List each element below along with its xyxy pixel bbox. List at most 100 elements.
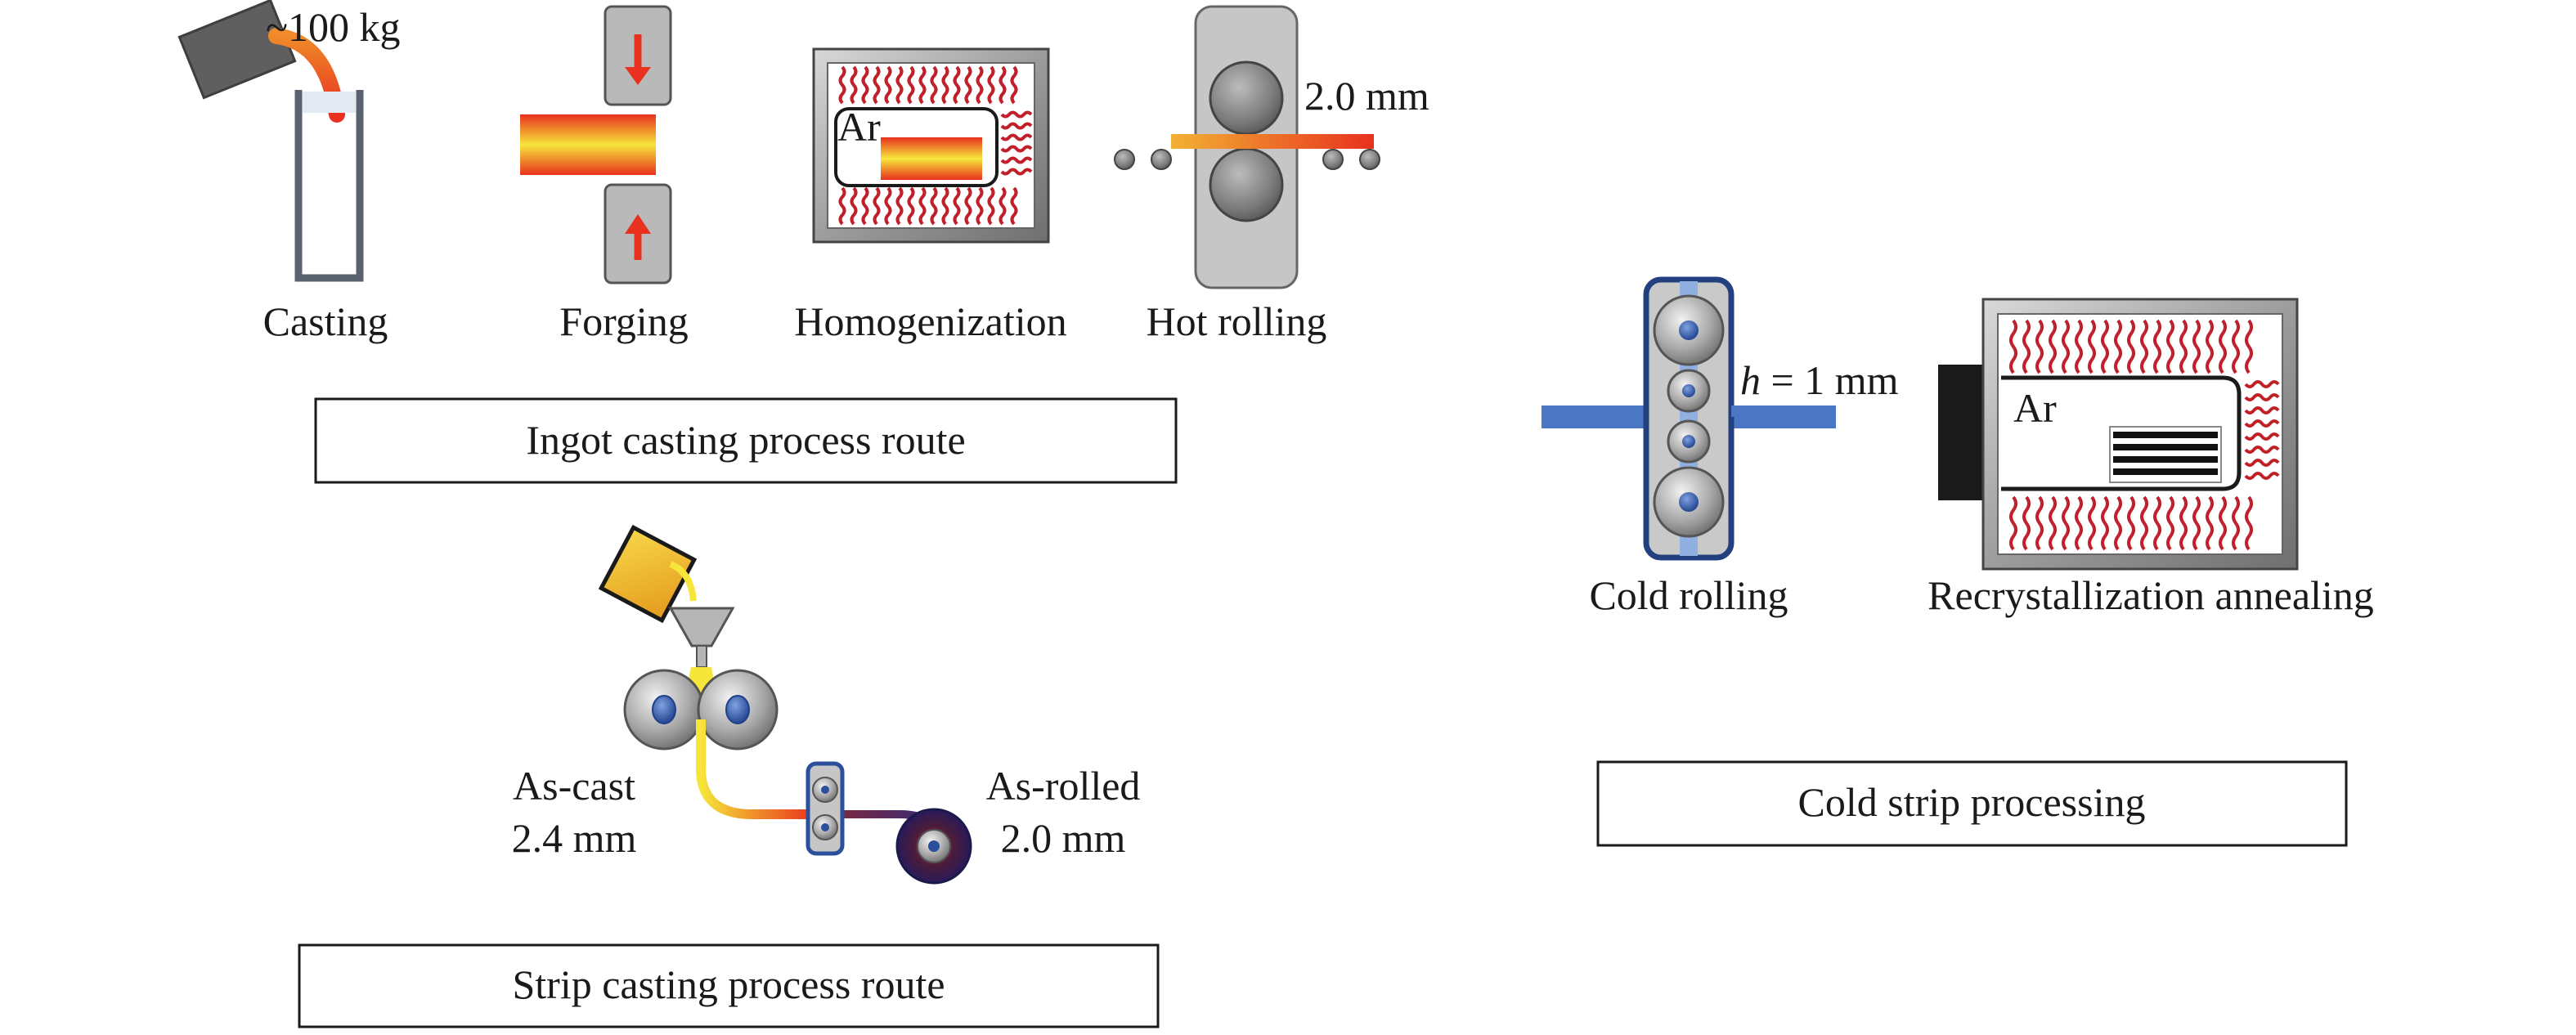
heating-wire	[999, 186, 1007, 226]
heating-wire	[2101, 319, 2109, 374]
furnace-door-icon	[1938, 365, 1989, 500]
heating-wire	[1000, 122, 1033, 130]
heating-wire	[918, 65, 927, 105]
as-rolled-label: As-rolled	[986, 763, 1141, 809]
heating-wire	[2049, 495, 2057, 551]
sample-bar-icon	[881, 137, 982, 180]
heating-wire	[895, 65, 904, 105]
heating-wire	[850, 186, 858, 226]
heating-wire	[2219, 495, 2227, 551]
heating-wire	[873, 65, 881, 105]
heating-wire	[976, 65, 984, 105]
annealing-heating-element-icon	[2009, 319, 2280, 551]
heating-wire	[930, 186, 938, 226]
hot-rolling-mill-icon	[1171, 5, 1374, 289]
heating-wire	[2166, 495, 2174, 551]
heating-wire	[2179, 319, 2188, 374]
heating-wire	[2245, 495, 2253, 551]
homogenization-furnace-icon	[812, 47, 1050, 244]
cold-strip-route-label: Cold strip processing	[1798, 779, 2146, 825]
heating-wire	[941, 65, 949, 105]
heating-wire	[2153, 319, 2161, 374]
heating-wire	[1000, 168, 1033, 176]
homogenization-step: Ar Homogenization	[794, 47, 1067, 344]
heating-wire	[2088, 495, 2096, 551]
heating-wire	[895, 186, 904, 226]
heating-wire	[941, 186, 949, 226]
heating-wire	[2206, 319, 2214, 374]
strip-ladle-icon	[598, 524, 698, 624]
heating-wire	[850, 65, 858, 105]
heating-wire	[964, 65, 972, 105]
heating-wire	[2206, 495, 2214, 551]
heating-wire	[2009, 319, 2017, 374]
heating-wire	[964, 186, 972, 226]
heating-wire	[838, 65, 846, 105]
heating-wire	[2009, 495, 2017, 551]
heating-wire	[2127, 495, 2135, 551]
heating-wire	[1000, 145, 1033, 153]
heating-wire	[1000, 110, 1033, 119]
homogenization-caption: Homogenization	[794, 298, 1066, 344]
heating-wire	[2244, 393, 2280, 401]
heating-wire	[2140, 319, 2148, 374]
heating-wire	[861, 186, 869, 226]
thickness-value: = 1 mm	[1761, 357, 1899, 403]
heating-wire	[2114, 495, 2122, 551]
hot-rolling-caption: Hot rolling	[1147, 298, 1327, 344]
mass-label: ~100 kg	[266, 4, 401, 50]
heating-wire	[987, 186, 995, 226]
cold-thickness-label: h = 1 mm	[1740, 357, 1899, 403]
cold-rolling-step: h = 1 mm Cold rolling	[1542, 276, 1899, 618]
heating-wire	[2179, 495, 2188, 551]
heating-wire	[2022, 495, 2031, 551]
forging-caption: Forging	[559, 298, 688, 344]
homogenization-gas-label: Ar	[837, 104, 881, 150]
heating-wire	[953, 65, 961, 105]
heating-wire	[2244, 380, 2280, 388]
heating-wire	[999, 65, 1007, 105]
heating-wire	[2244, 419, 2280, 428]
as-cast-thickness: 2.4 mm	[512, 815, 637, 861]
heating-wire	[907, 65, 915, 105]
heating-wire	[976, 186, 984, 226]
ingot-route-label: Ingot casting process route	[526, 417, 965, 463]
heating-wire	[2219, 319, 2227, 374]
heating-wire	[2035, 319, 2044, 374]
conveyor-rollers-icon	[1114, 149, 1380, 170]
heating-element-icon	[838, 65, 1033, 226]
strip-route-label: Strip casting process route	[512, 961, 945, 1007]
heating-wire	[987, 65, 995, 105]
heating-wire	[918, 186, 927, 226]
heating-wire	[2140, 495, 2148, 551]
as-cast-strip-icon	[696, 719, 818, 819]
heating-wire	[2075, 319, 2083, 374]
strip-route-box: Strip casting process route	[298, 943, 1160, 1028]
heating-wire	[1000, 156, 1033, 164]
casting-step: ~100 kg Casting	[177, 0, 401, 344]
ingot-route-box: Ingot casting process route	[314, 397, 1178, 484]
twin-roll-caster-icon	[623, 669, 779, 750]
heating-wire	[953, 186, 961, 226]
heating-wire	[930, 65, 938, 105]
casting-caption: Casting	[263, 298, 388, 344]
cold-strip-route-box: Cold strip processing	[1596, 760, 2348, 847]
heating-wire	[2232, 495, 2240, 551]
heating-wire	[861, 65, 869, 105]
heating-wire	[2244, 406, 2280, 414]
heating-wire	[2244, 459, 2280, 467]
thickness-symbol: h	[1740, 357, 1761, 403]
heating-wire	[2166, 319, 2174, 374]
heating-wire	[2245, 319, 2253, 374]
heating-wire	[2062, 495, 2070, 551]
heating-wire	[1010, 65, 1018, 105]
heating-wire	[873, 186, 881, 226]
heating-wire	[2232, 319, 2240, 374]
heating-wire	[2244, 446, 2280, 454]
heating-wire	[2101, 495, 2109, 551]
heating-wire	[2127, 319, 2135, 374]
heating-wire	[2075, 495, 2083, 551]
hot-rolling-step: 2.0 mm Hot rolling	[1114, 5, 1429, 344]
heating-wire	[2114, 319, 2122, 374]
